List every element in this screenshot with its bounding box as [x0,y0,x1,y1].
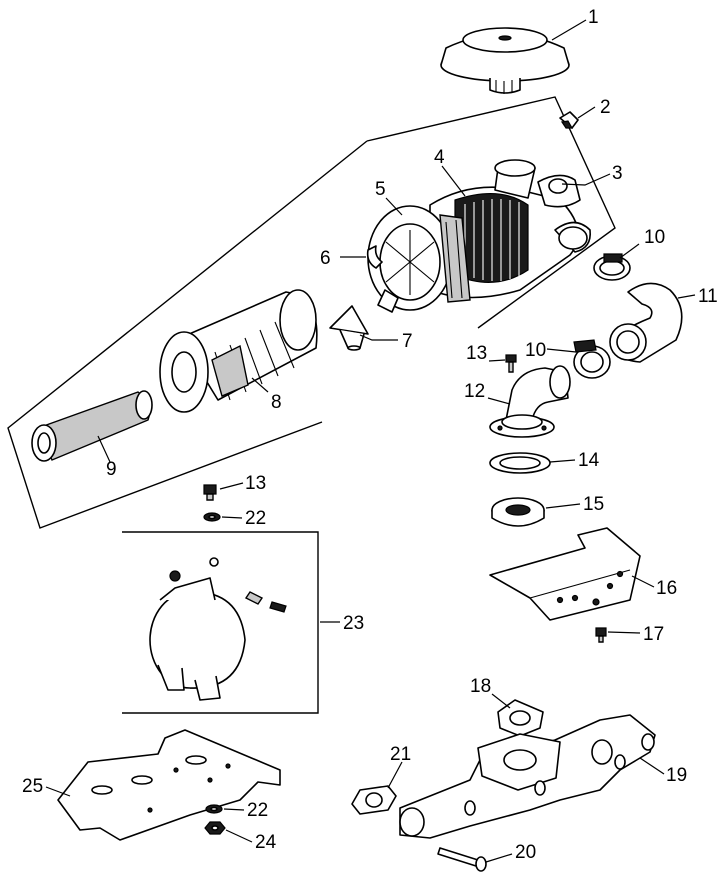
callout-14: 14 [578,450,600,471]
callout-labels: 1 2 3 4 5 6 7 8 9 10 10 11 12 13 13 14 1… [22,7,718,863]
callout-19: 19 [666,765,687,786]
air-cleaner-housing [367,159,592,313]
callout-15: 15 [583,494,604,515]
callout-3: 3 [612,163,623,184]
callout-6: 6 [320,248,331,269]
bracket-screw [595,627,607,643]
callout-22-lower: 22 [247,800,268,821]
vacuator-plug [559,111,579,129]
washer-upper [203,512,221,522]
primary-filter-element [159,289,318,413]
vacuator-valve [329,305,369,351]
callout-16: 16 [656,578,677,599]
callout-18: 18 [470,676,491,697]
exhaust-gasket [497,699,544,737]
inlet-elbow [489,365,571,438]
callout-13-upper: 13 [466,343,487,364]
hose-clamp-lower [573,339,611,379]
callout-25: 25 [22,776,43,797]
elbow-hose [609,282,683,363]
assembly-group-outline [7,96,616,529]
callout-22-upper: 22 [245,508,266,529]
hex-nut [204,821,226,835]
callout-10-upper: 10 [644,227,665,248]
washer-lower [205,804,223,814]
callout-4: 4 [434,147,445,168]
callout-24: 24 [255,832,277,853]
callout-20: 20 [515,842,536,863]
manifold-bolt [437,847,487,872]
callout-13-lower: 13 [245,473,266,494]
callout-2: 2 [600,97,611,118]
callout-7: 7 [402,331,413,352]
callout-11: 11 [698,286,718,307]
callout-5: 5 [375,179,386,200]
cover-clip [366,245,383,269]
bolt-lower [203,484,217,501]
hose-clamp-upper [593,253,631,281]
callout-9: 9 [106,459,117,480]
safety-filter-element [31,390,153,462]
callout-8: 8 [271,392,282,413]
air-cleaner-cap [440,27,570,94]
callout-12: 12 [464,381,485,402]
gasket [489,452,551,474]
callout-17: 17 [643,624,664,645]
adapter-plate [491,497,545,527]
support-plate [57,729,281,841]
band-kit-outline [122,531,319,714]
exhaust-manifold [399,714,656,839]
callout-10-lower: 10 [525,340,546,361]
callout-21: 21 [390,744,411,765]
callout-23: 23 [343,613,364,634]
bolt-upper [505,354,517,373]
manifold-gasket [351,785,397,815]
callout-1: 1 [588,7,599,28]
mounting-band [149,557,287,701]
leader-lines [45,19,696,863]
mounting-bracket [489,527,641,621]
